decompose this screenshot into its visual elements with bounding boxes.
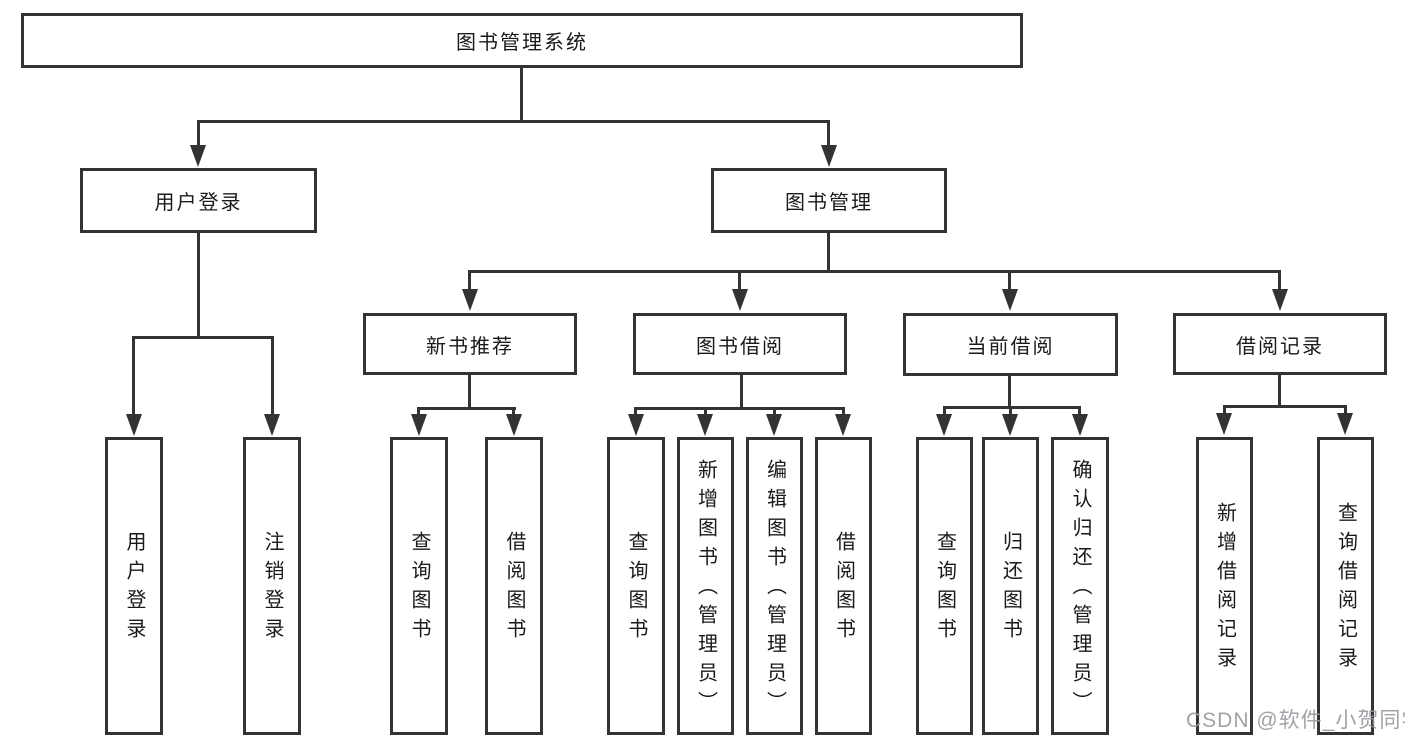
arrowhead-down-icon	[936, 414, 952, 436]
arrowhead-down-icon	[506, 414, 522, 436]
node-book-borrow: 图书借阅	[633, 313, 847, 375]
connector-borrow-records-rail	[1223, 405, 1346, 408]
leaf-borrow-borrow: 借阅图书	[815, 437, 872, 735]
arrowhead-down-icon	[732, 289, 748, 311]
leaf-borrow-query: 查询图书	[607, 437, 665, 735]
arrowhead-down-icon	[1002, 289, 1018, 311]
node-root: 图书管理系统	[21, 13, 1023, 68]
connector-borrow-records-down	[1278, 375, 1281, 406]
arrowhead-down-icon	[190, 145, 206, 167]
connector-current-borrow-rail	[943, 406, 1081, 409]
arrowhead-down-icon	[411, 414, 427, 436]
connector-new-book-down	[468, 375, 471, 408]
arrowhead-down-icon	[1002, 414, 1018, 436]
leaf-records-add: 新增借阅记录	[1196, 437, 1253, 735]
leaf-records-query: 查询借阅记录	[1317, 437, 1374, 735]
arrowhead-down-icon	[1216, 413, 1232, 435]
connector-stem	[704, 407, 707, 417]
arrowhead-down-icon	[264, 414, 280, 436]
connector-stem-leaf-user-login	[132, 336, 135, 418]
connector-stem	[842, 407, 845, 417]
arrowhead-down-icon	[697, 414, 713, 436]
connector-stem	[512, 407, 515, 417]
leaf-current-confirm-admin: 确认归还（管理员）	[1051, 437, 1109, 735]
connector-book-borrow-rail	[634, 407, 844, 410]
csdn-watermark: CSDN @软件_小贺同学	[1186, 709, 1405, 732]
node-user-login: 用户登录	[80, 168, 317, 233]
arrowhead-down-icon	[766, 414, 782, 436]
connector-stem	[1344, 405, 1347, 417]
leaf-user-login: 用户登录	[105, 437, 163, 735]
leaf-borrow-edit-admin: 编辑图书（管理员）	[746, 437, 803, 735]
connector-stem	[1078, 406, 1081, 417]
connector-stem	[634, 407, 637, 417]
arrowhead-down-icon	[126, 414, 142, 436]
connector-stem-book-mgmt	[827, 120, 830, 148]
connector-stem	[773, 407, 776, 417]
node-book-mgmt: 图书管理	[711, 168, 947, 233]
leaf-newbook-borrow: 借阅图书	[485, 437, 543, 735]
connector-user-login-down	[197, 233, 200, 337]
arrowhead-down-icon	[835, 414, 851, 436]
connector-stem	[417, 407, 420, 417]
arrowhead-down-icon	[1337, 413, 1353, 435]
connector-stem-new-book	[468, 270, 471, 291]
connector-stem	[943, 406, 946, 417]
arrowhead-down-icon	[821, 145, 837, 167]
connector-root-down	[520, 68, 523, 120]
connector-stem-borrow-records	[1278, 270, 1281, 291]
node-new-book: 新书推荐	[363, 313, 577, 375]
connector-new-book-rail	[417, 407, 516, 410]
connector-stem-user-login	[197, 120, 200, 148]
connector-stem	[1009, 406, 1012, 417]
node-borrow-records: 借阅记录	[1173, 313, 1387, 375]
leaf-newbook-query: 查询图书	[390, 437, 448, 735]
connector-stem-book-borrow	[738, 270, 741, 291]
connector-stem-current-borrow	[1008, 270, 1011, 291]
connector-book-mgmt-down	[827, 233, 830, 271]
arrowhead-down-icon	[1272, 289, 1288, 311]
arrowhead-down-icon	[1072, 414, 1088, 436]
connector-level3-rail	[468, 270, 1281, 273]
leaf-borrow-add-admin: 新增图书（管理员）	[677, 437, 734, 735]
arrowhead-down-icon	[462, 289, 478, 311]
connector-book-borrow-down	[740, 375, 743, 408]
node-current-borrow: 当前借阅	[903, 313, 1118, 376]
arrowhead-down-icon	[628, 414, 644, 436]
connector-user-login-rail	[132, 336, 273, 339]
leaf-current-query: 查询图书	[916, 437, 973, 735]
connector-stem-leaf-logout	[271, 336, 274, 418]
leaf-logout: 注销登录	[243, 437, 301, 735]
connector-stem	[1223, 405, 1226, 417]
connector-level2-rail	[197, 120, 830, 123]
connector-current-borrow-down	[1008, 375, 1011, 407]
leaf-current-return: 归还图书	[982, 437, 1039, 735]
